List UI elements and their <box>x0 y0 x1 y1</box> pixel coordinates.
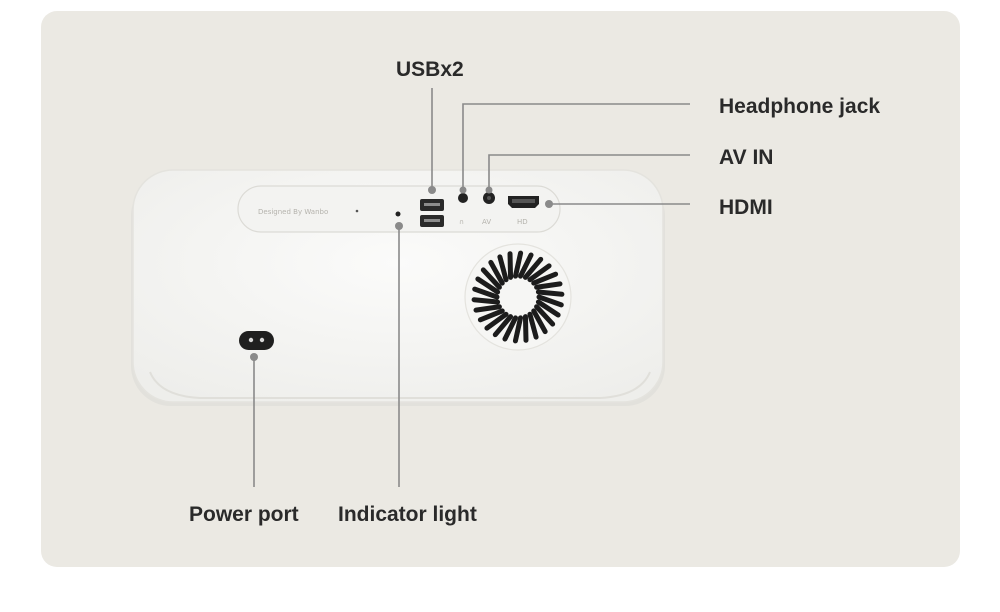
vent-slot <box>527 311 539 340</box>
power-port-label: Power port <box>189 503 299 526</box>
usb-ports <box>420 199 444 227</box>
vent-slot <box>536 294 564 308</box>
vent-slot <box>531 271 559 286</box>
vent-slot <box>497 254 509 283</box>
vent-slot <box>531 308 548 335</box>
av-leader-line <box>488 154 690 190</box>
brand-text: Designed By Wanbo <box>258 208 328 216</box>
vent-slot <box>471 297 501 305</box>
vent-slot <box>480 267 502 290</box>
tiny-dot-icon <box>355 209 359 213</box>
port-strip: Designed By Wanbo ∩ AV HD <box>237 185 561 233</box>
vent-slot <box>535 299 561 318</box>
power-port <box>239 331 274 350</box>
vent-slot <box>477 308 505 323</box>
leader-dots <box>250 186 553 361</box>
vent-slot <box>512 315 524 344</box>
usb-label: USBx2 <box>396 58 464 81</box>
vent-slot <box>512 250 524 279</box>
vent-slot <box>534 304 556 327</box>
indicator-light-label: Indicator light <box>338 503 477 526</box>
vent-slot <box>472 286 500 300</box>
av-in-label: AV IN <box>719 146 774 169</box>
hdmi-caption: HD <box>517 218 528 226</box>
vent-slot <box>488 259 505 286</box>
vent-slot <box>492 314 514 338</box>
vent-slot <box>507 251 514 280</box>
vent-slot <box>522 314 529 343</box>
headphone-jack-port <box>458 193 468 203</box>
vent-slot <box>527 263 552 283</box>
fan-vent <box>464 243 572 351</box>
vent-slot <box>502 315 518 342</box>
vent-slot <box>484 311 509 331</box>
leader-lines <box>253 88 690 487</box>
vent-slot <box>522 256 544 280</box>
headphone-jack-label: Headphone jack <box>719 95 881 118</box>
vent-slot <box>473 304 502 313</box>
vent-slot <box>534 281 563 290</box>
indicator-led <box>395 211 401 217</box>
headphone-leader-line <box>462 103 690 190</box>
vent-slot <box>535 289 565 297</box>
av-caption: AV <box>482 218 491 226</box>
vent-slot <box>475 276 501 295</box>
headphone-caption: ∩ <box>459 218 464 226</box>
vent-slot <box>518 252 534 279</box>
hdmi-label: HDMI <box>719 196 773 219</box>
